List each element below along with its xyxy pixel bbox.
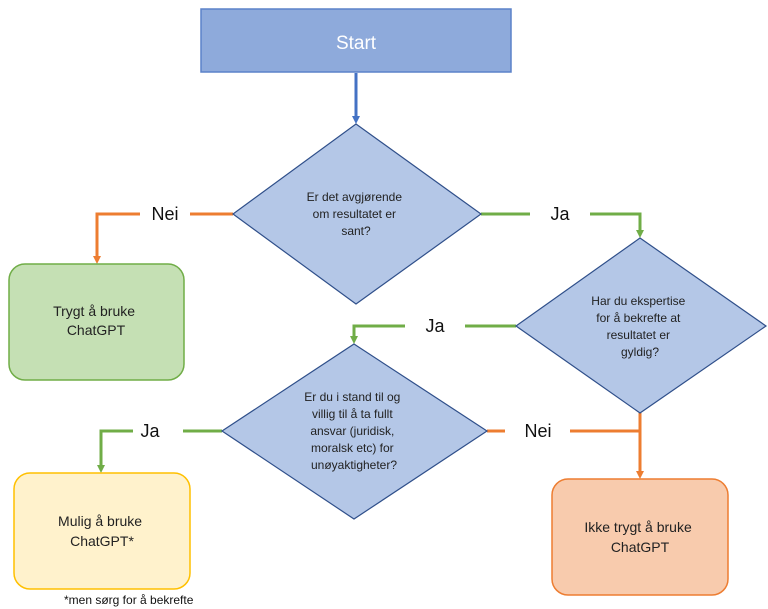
decision2-line: resultatet er <box>607 328 670 342</box>
edge-label-decision3-yes: Ja <box>140 421 160 441</box>
decision2-line: for å bekrefte at <box>596 311 681 325</box>
outcome-possible-box <box>13 472 191 590</box>
edge-label-decision1-yes: Ja <box>550 204 570 224</box>
outcome-safe-line: ChatGPT <box>67 322 126 338</box>
edge-label-decision2-yes: Ja <box>425 316 445 336</box>
start-label: Start <box>336 33 377 54</box>
outcome-unsafe-line: Ikke trygt å bruke <box>584 519 692 535</box>
decision1-text: Er det avgjørende om resultatet er sant? <box>307 190 406 238</box>
decision2-line: Har du ekspertise <box>591 294 685 308</box>
outcome-safe-text: Trygt å bruke ChatGPT <box>53 303 139 338</box>
outcome-safe-line: Trygt å bruke <box>53 303 135 319</box>
connector-decision1-yes <box>481 212 640 234</box>
connector-decision3-yes <box>101 429 222 469</box>
connector-decision2-yes <box>354 324 516 340</box>
decision2-text: Har du ekspertise for å bekrefte at resu… <box>591 294 688 359</box>
outcome-safe-box <box>8 263 185 381</box>
decision1-line: om resultatet er <box>313 207 396 221</box>
decision2-diamond <box>514 237 768 414</box>
outcome-possible-line: ChatGPT* <box>70 533 134 549</box>
decision3-line: moralsk etc) for <box>311 441 394 455</box>
connector-decision1-no <box>97 212 233 260</box>
decision3-diamond <box>220 343 489 520</box>
decision3-line: villig til å ta fullt <box>312 407 393 421</box>
outcome-unsafe-box <box>551 478 729 596</box>
outcome-possible-text: Mulig å bruke ChatGPT* <box>58 513 146 549</box>
decision2-line: gyldig? <box>621 345 659 359</box>
decision3-line: ansvar (juridisk, <box>310 424 394 438</box>
decision1-line: sant? <box>341 224 371 238</box>
decision1-diamond <box>231 123 483 305</box>
outcome-possible-line: Mulig å bruke <box>58 513 142 529</box>
decision3-text: Er du i stand til og villig til å ta ful… <box>304 390 403 472</box>
start-node <box>200 8 512 73</box>
footnote: *men sørg for å bekrefte <box>64 593 194 607</box>
edge-label-decision3-no: Nei <box>524 421 551 441</box>
decision3-line: unøyaktigheter? <box>311 458 397 472</box>
outcome-unsafe-line: ChatGPT <box>611 539 670 555</box>
decision3-line: Er du i stand til og <box>304 390 400 404</box>
edge-label-decision1-no: Nei <box>151 204 178 224</box>
decision1-line: Er det avgjørende <box>307 190 403 204</box>
outcome-unsafe-text: Ikke trygt å bruke ChatGPT <box>584 519 695 555</box>
